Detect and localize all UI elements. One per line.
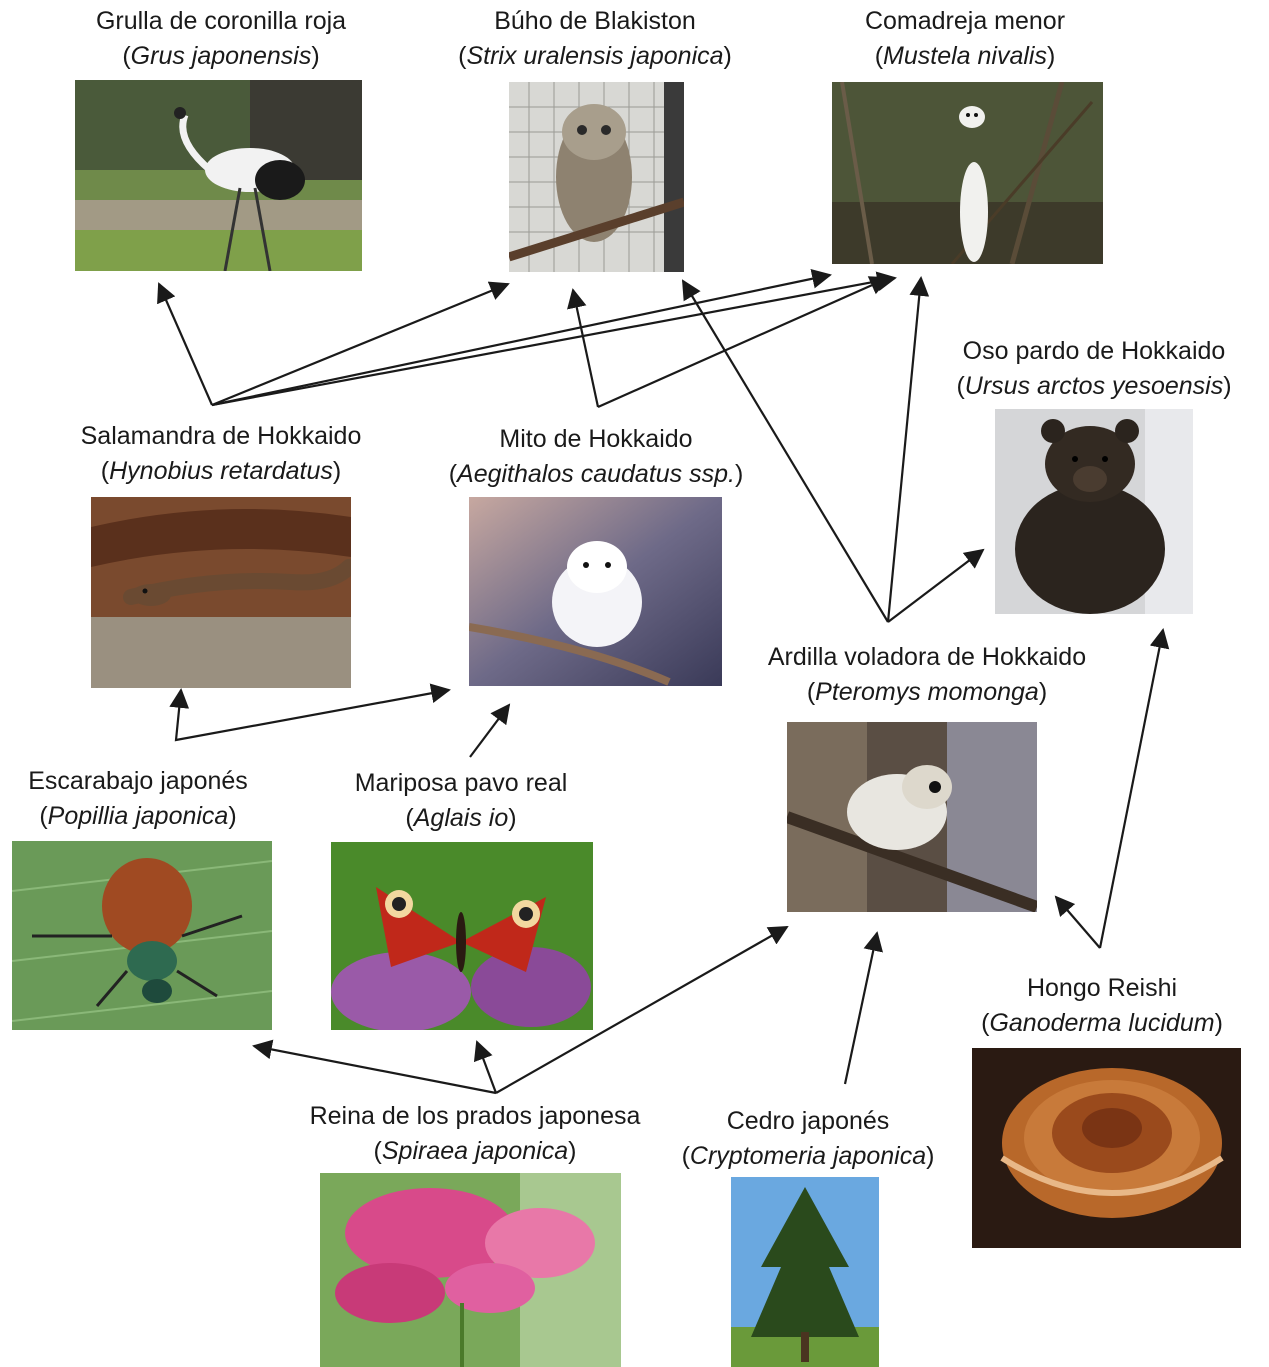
arrow-squirrel-to-weasel <box>886 276 930 623</box>
spiraea-latin-name: Spiraea japonica <box>381 1137 569 1165</box>
reishi-common-name: Hongo Reishi <box>1026 974 1178 1002</box>
squirrel-common-name: Ardilla voladora de Hokkaido <box>767 643 1087 671</box>
spiraea-common-name: Reina de los prados japonesa <box>309 1102 641 1130</box>
beetle-label: Escarabajo japonés (Popillia japonica) <box>28 767 248 830</box>
owl-latin-name: Strix uralensis japonica <box>466 42 724 70</box>
butterfly-common-name: Mariposa pavo real <box>354 769 568 797</box>
squirrel-latin-name: Pteromys momonga <box>815 678 1039 706</box>
beetle-latin-name: Popillia japonica <box>47 802 229 830</box>
bear-common-name: Oso pardo de Hokkaido <box>962 337 1226 365</box>
weasel-photo <box>832 82 1103 264</box>
cedar-latin-name: Cryptomeria japonica <box>689 1142 927 1170</box>
weasel-latin-name: Mustela nivalis <box>883 42 1047 70</box>
squirrel-label: Ardilla voladora de Hokkaido (Pteromys m… <box>767 643 1087 706</box>
owl-photo <box>509 82 684 272</box>
cedar-common-name: Cedro japonés <box>726 1107 890 1135</box>
arrow-tit-to-weasel <box>597 276 890 409</box>
spiraea-photo <box>320 1173 621 1367</box>
butterfly-photo <box>331 842 593 1030</box>
arrow-spiraea-to-beetle <box>252 1039 497 1095</box>
owl-label: Búho de Blakiston (Strix uralensis japon… <box>458 7 732 70</box>
weasel-label: Comadreja menor (Mustela nivalis) <box>864 7 1066 70</box>
crane-label: Grulla de coronilla roja (Grus japonensi… <box>95 7 347 70</box>
reishi-label: Hongo Reishi (Ganoderma lucidum) <box>981 974 1223 1037</box>
weasel-common-name: Comadreja menor <box>864 7 1066 35</box>
crane-photo <box>75 80 362 271</box>
arrow-reishi-to-bear <box>1098 628 1170 949</box>
arrow-beetle-to-salamander-and-tit <box>169 683 451 742</box>
cedar-label: Cedro japonés (Cryptomeria japonica) <box>681 1107 935 1170</box>
butterfly-label: Mariposa pavo real (Aglais io) <box>354 769 568 832</box>
spiraea-label: Reina de los prados japonesa (Spiraea ja… <box>309 1102 641 1165</box>
bear-photo <box>995 409 1193 614</box>
crane-common-name: Grulla de coronilla roja <box>95 7 347 35</box>
beetle-common-name: Escarabajo japonés <box>28 767 248 795</box>
squirrel-photo <box>787 722 1037 912</box>
salamander-common-name: Salamandra de Hokkaido <box>80 422 362 450</box>
tit-latin-name: Aegithalos caudatus ssp. <box>457 460 735 488</box>
butterfly-latin-name: Aglais io <box>413 804 509 832</box>
cedar-photo <box>731 1177 879 1367</box>
reishi-photo <box>972 1048 1241 1248</box>
arrow-salamander-to-owl <box>211 281 510 407</box>
owl-common-name: Búho de Blakiston <box>494 7 696 35</box>
arrow-cedar-to-squirrel <box>843 931 883 1085</box>
arrow-salamander-to-crane <box>157 282 214 406</box>
tit-common-name: Mito de Hokkaido <box>499 425 693 453</box>
arrow-salamander-to-weasel-b <box>211 271 897 407</box>
arrow-reishi-to-squirrel <box>1054 895 1101 949</box>
arrow-tit-to-owl <box>567 288 600 408</box>
arrow-butterfly-to-tit <box>469 703 511 758</box>
salamander-photo <box>91 497 351 688</box>
salamander-label: Salamandra de Hokkaido (Hynobius retarda… <box>80 422 362 485</box>
bear-latin-name: Ursus arctos yesoensis <box>964 372 1224 400</box>
arrow-salamander-to-weasel-a <box>211 268 832 407</box>
reishi-latin-name: Ganoderma lucidum <box>989 1009 1215 1037</box>
beetle-photo <box>12 841 272 1030</box>
bear-label: Oso pardo de Hokkaido (Ursus arctos yeso… <box>956 337 1232 400</box>
tit-photo <box>469 497 722 686</box>
arrow-squirrel-to-bear <box>887 548 985 623</box>
tit-label: Mito de Hokkaido (Aegithalos caudatus ss… <box>448 425 744 488</box>
crane-latin-name: Grus japonensis <box>130 42 312 70</box>
salamander-latin-name: Hynobius retardatus <box>109 457 333 485</box>
arrow-spiraea-to-butterfly <box>473 1040 498 1094</box>
